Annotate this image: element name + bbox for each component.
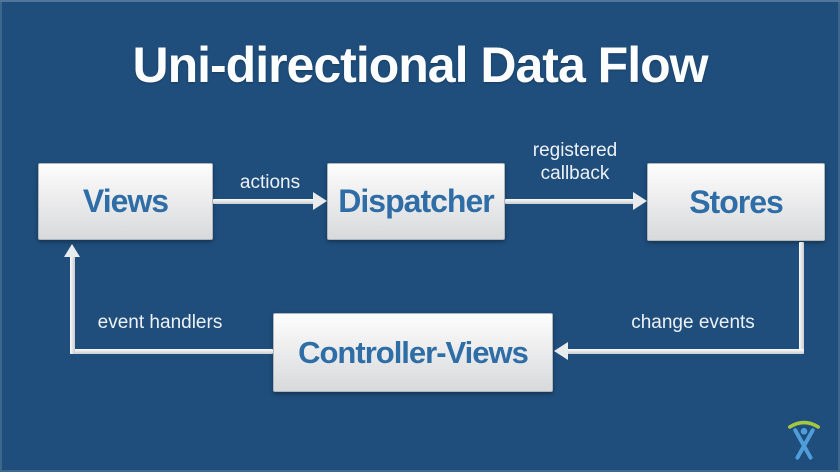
arrow-shaft <box>505 199 634 204</box>
slide-title: Uni-directional Data Flow <box>132 37 708 93</box>
node-dispatcher: Dispatcher <box>327 163 505 240</box>
arrowhead-up-icon <box>64 244 80 257</box>
atlassian-charlie-logo-icon <box>788 420 820 460</box>
node-controller-views: Controller-Views <box>273 313 553 392</box>
node-dispatcher-label: Dispatcher <box>338 183 494 219</box>
node-stores: Stores <box>647 163 825 241</box>
edge-label-event-handlers: event handlers <box>97 312 223 333</box>
edge-label-registered-callback: registered callback <box>532 140 618 184</box>
node-stores-label: Stores <box>689 183 784 220</box>
arrowhead-right-icon <box>633 192 647 210</box>
arrowhead-right-icon <box>313 192 327 210</box>
arrow-shaft <box>567 349 804 354</box>
node-controller-views-label: Controller-Views <box>298 334 529 370</box>
arrow-shaft <box>799 242 804 354</box>
edge-label-actions: actions <box>239 172 301 193</box>
edge-label-change-events: change events <box>631 312 755 333</box>
arrowhead-left-icon <box>554 342 568 360</box>
node-views: Views <box>38 163 213 240</box>
arrow-shaft <box>70 256 75 354</box>
arrow-shaft <box>70 349 273 354</box>
node-views-label: Views <box>82 183 169 219</box>
arrow-shaft <box>213 199 314 204</box>
